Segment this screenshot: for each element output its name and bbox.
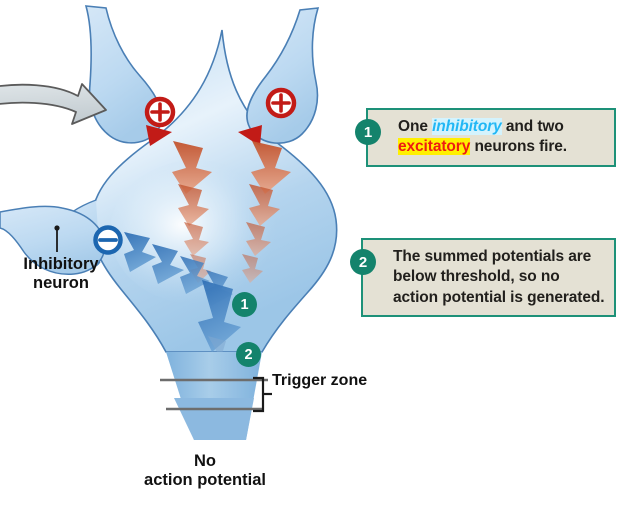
trigger-zone-bracket [253,376,272,413]
inhibitory-minus-symbol [93,225,123,255]
excitatory-terminal-right [238,7,320,146]
excitatory-arrow-column-right [242,141,291,283]
callout-1-seg-2: and two [501,118,564,135]
label-inhibitory-neuron: Inhibitory neuron [6,255,116,294]
callout-step-2: 2 The summed potentials are below thresh… [350,238,616,318]
callout-1-excitatory-term: excitatory [398,138,471,156]
axon-hillock-and-axon [160,352,268,440]
excitatory-plus-symbol-left [144,96,176,128]
gray-pointer-arrow [0,83,107,125]
callout-step-1-text: One inhibitory and two excitatory neuron… [398,118,568,156]
diagram-step-marker-2: 2 [236,342,261,367]
callout-step-2-badge: 2 [350,249,376,275]
inhibitory-label-leader-line [54,225,60,252]
callout-step-1: 1 One inhibitory and two excitatory neur… [355,108,616,167]
label-no-action-potential-line1: No [194,452,216,470]
callout-1-inhibitory-term: inhibitory [432,118,502,135]
label-trigger-zone: Trigger zone [272,372,368,389]
inhibitory-terminal [0,205,106,275]
label-inhibitory-neuron-line1: Inhibitory [23,255,99,273]
callout-1-seg-4: neurons fire. [470,138,568,156]
label-no-action-potential: No action potential [115,452,295,491]
callout-step-1-badge: 1 [355,119,381,145]
callout-1-seg-0: One [398,118,433,135]
inhibitory-arrow-series [124,232,241,352]
diagram-step-marker-1: 1 [232,292,257,317]
label-inhibitory-neuron-line2: neuron [33,274,89,293]
callout-step-2-text: The summed potentials are below threshol… [393,248,605,306]
excitatory-plus-symbol-right [265,87,297,119]
label-no-action-potential-line2: action potential [144,471,266,490]
